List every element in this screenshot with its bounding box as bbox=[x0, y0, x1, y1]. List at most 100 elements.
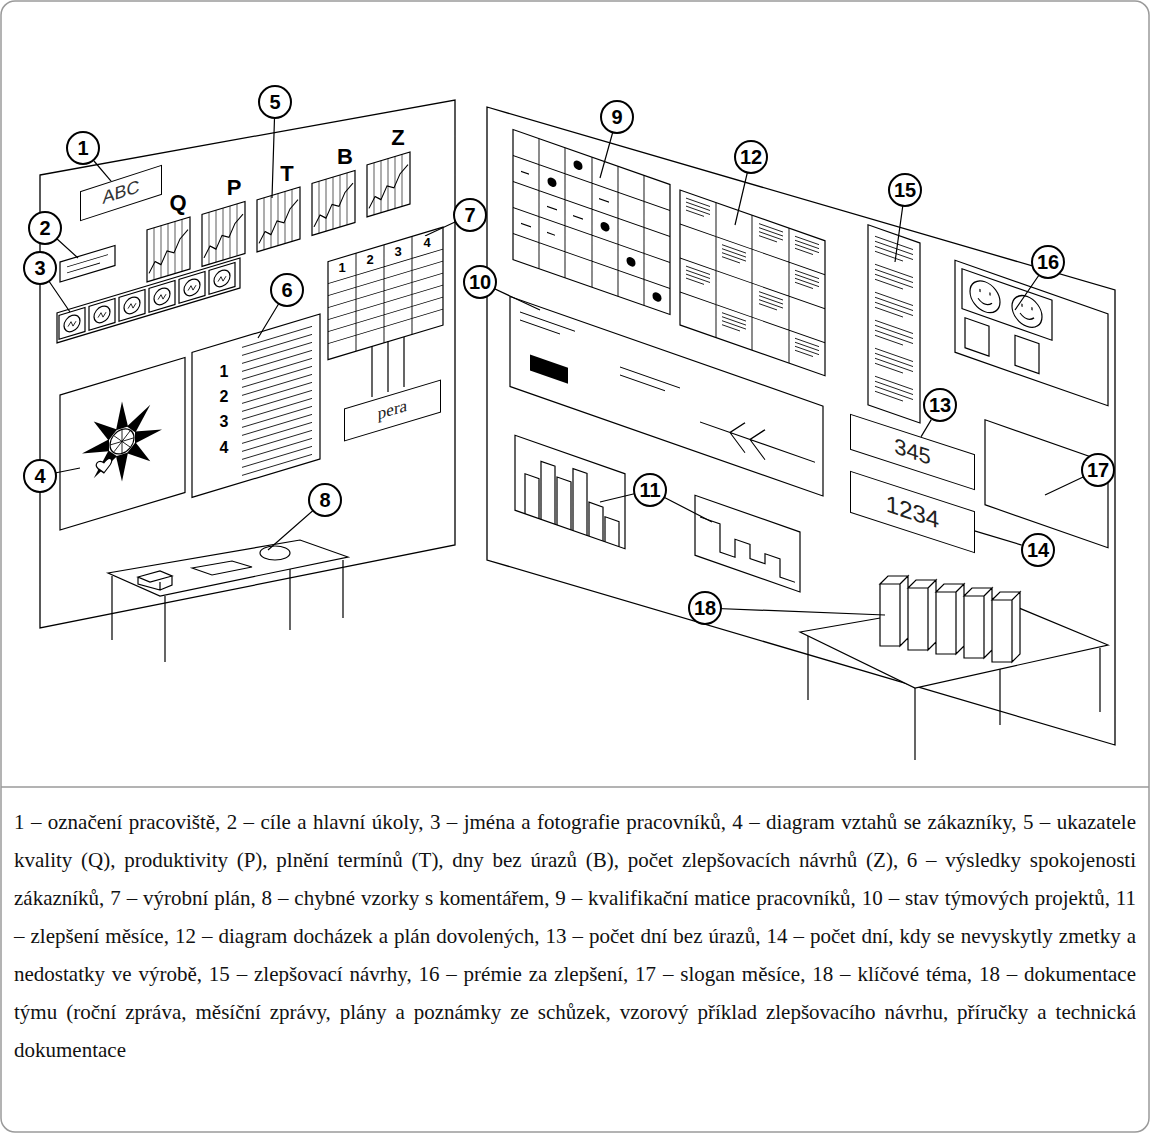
leader-line bbox=[975, 531, 1022, 545]
bonus-square bbox=[1015, 335, 1039, 373]
fishbone bbox=[700, 407, 815, 477]
callout-circle: 17 bbox=[1081, 453, 1115, 487]
relations-star bbox=[82, 389, 162, 493]
text-lines bbox=[759, 292, 783, 312]
hub-spokes bbox=[110, 426, 134, 457]
sample-box bbox=[138, 571, 172, 590]
callout-circle: 1 bbox=[66, 131, 100, 165]
worker-photo bbox=[179, 272, 205, 304]
list-number: 4 bbox=[219, 440, 230, 457]
bonus-square bbox=[965, 318, 989, 356]
table-header: 4 bbox=[422, 236, 431, 250]
matrix-grid bbox=[513, 130, 670, 315]
text-lines bbox=[795, 338, 819, 358]
callout-circle: 4 bbox=[23, 459, 57, 493]
binders bbox=[880, 576, 1020, 662]
smiley bbox=[970, 277, 1000, 318]
smiley bbox=[1012, 291, 1042, 332]
worker-photo bbox=[89, 299, 115, 331]
text-lines bbox=[722, 313, 746, 333]
samples-table bbox=[108, 540, 348, 596]
text-lines bbox=[759, 224, 783, 244]
project-lines bbox=[520, 312, 680, 396]
node-text: 345 bbox=[894, 434, 931, 470]
project-bar bbox=[530, 355, 568, 384]
table-header: 2 bbox=[365, 253, 374, 267]
caption-text: 1 – označení pracoviště, 2 – cíle a hlav… bbox=[14, 803, 1136, 1069]
node-text: 1 bbox=[77, 137, 88, 159]
callout-circle: 3 bbox=[23, 251, 57, 285]
satisfaction-lines bbox=[242, 326, 312, 475]
callout-circle: 11 bbox=[633, 473, 667, 507]
node-text: 7 bbox=[464, 204, 475, 226]
chart-letter: P bbox=[226, 176, 243, 199]
leader-line bbox=[921, 420, 931, 437]
indicator-chart bbox=[202, 202, 245, 267]
node-text: 10 bbox=[469, 271, 491, 293]
leader-line bbox=[94, 161, 111, 181]
skills-matrix bbox=[513, 130, 670, 315]
callout-circle: 5 bbox=[258, 85, 292, 119]
bonus-board bbox=[955, 260, 1108, 406]
chart-letter: Q bbox=[168, 191, 187, 214]
furniture bbox=[108, 337, 1108, 760]
node-text: pera bbox=[377, 396, 406, 423]
callout-circle: 6 bbox=[270, 273, 304, 307]
workplace-sign: ABC bbox=[80, 165, 162, 222]
hanging-sign: pera bbox=[344, 379, 441, 441]
list-number: 1 bbox=[219, 364, 230, 381]
sample-disc bbox=[260, 546, 290, 560]
node-text: 1234 bbox=[885, 490, 938, 534]
goals-board bbox=[60, 246, 115, 283]
callout-circle: 13 bbox=[923, 388, 957, 422]
node-text: 14 bbox=[1027, 539, 1049, 561]
improvement-chart bbox=[695, 495, 800, 592]
callout-circle: 12 bbox=[734, 140, 768, 174]
sample-paper bbox=[192, 561, 252, 575]
callout-circle: 7 bbox=[453, 198, 487, 232]
bonus-frame bbox=[962, 269, 1052, 341]
node-text: 15 bbox=[894, 179, 916, 201]
walls bbox=[40, 100, 1115, 745]
callout-circle: 15 bbox=[888, 173, 922, 207]
indicator-chart bbox=[367, 152, 410, 217]
chart-letter: B bbox=[336, 145, 354, 168]
node-text: 4 bbox=[34, 465, 45, 487]
relations-hub bbox=[110, 426, 134, 457]
list-number: 3 bbox=[219, 414, 230, 431]
chart-letter: Z bbox=[390, 126, 405, 149]
plan-grid bbox=[328, 227, 443, 360]
indicator-chart bbox=[312, 171, 355, 236]
callout-circle: 14 bbox=[1021, 533, 1055, 567]
production-plan bbox=[328, 227, 443, 360]
text-lines bbox=[686, 198, 710, 218]
node-text: 13 bbox=[929, 394, 951, 416]
matrix-dashes bbox=[521, 171, 609, 254]
right-wall-boards bbox=[510, 100, 1108, 718]
smiley-faces bbox=[978, 288, 1034, 321]
attendance-board bbox=[680, 190, 825, 376]
indicator-chart bbox=[257, 187, 300, 252]
node-text: 9 bbox=[611, 106, 622, 128]
indicator-chart bbox=[147, 217, 190, 282]
right-wall bbox=[487, 107, 1115, 745]
node-text: 3 bbox=[34, 257, 45, 279]
relations-board bbox=[60, 358, 185, 531]
suggestion-lines bbox=[875, 236, 913, 404]
node-text: ABC bbox=[102, 177, 139, 209]
node-text: 16 bbox=[1037, 251, 1059, 273]
node-text: 2 bbox=[39, 217, 50, 239]
left-wall-boards bbox=[57, 141, 443, 538]
worker-photo bbox=[119, 290, 145, 322]
text-lines bbox=[686, 266, 710, 286]
caption-rule bbox=[1, 786, 1149, 788]
goals-lines bbox=[67, 255, 108, 273]
chart-bars bbox=[525, 452, 619, 547]
table-header: 1 bbox=[337, 262, 346, 276]
list-number: 2 bbox=[219, 389, 230, 406]
node-text: 5 bbox=[269, 91, 280, 113]
node-text: 18 bbox=[694, 597, 716, 619]
